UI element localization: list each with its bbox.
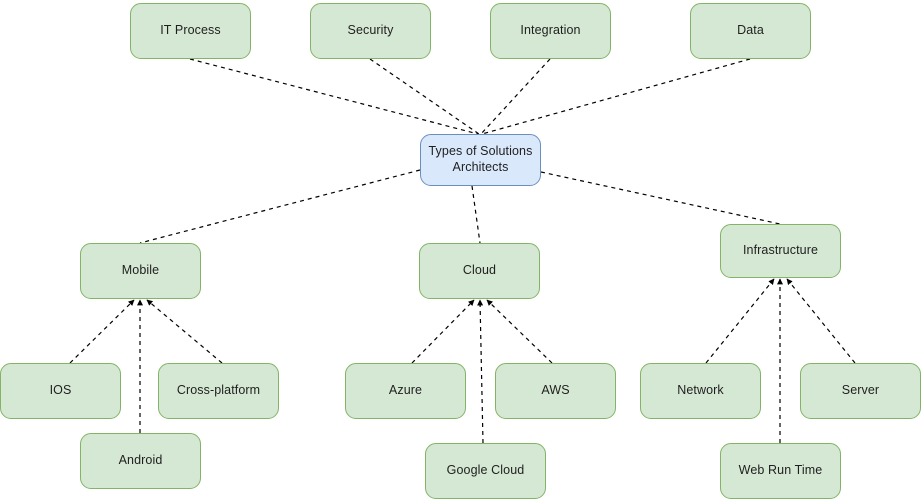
node-label: Data	[737, 23, 764, 38]
node-label: IT Process	[160, 23, 221, 38]
node-ios[interactable]: IOS	[0, 363, 121, 419]
node-mobile[interactable]: Mobile	[80, 243, 201, 299]
node-label: Network	[677, 383, 724, 398]
node-label: Cross-platform	[176, 383, 261, 398]
node-data[interactable]: Data	[690, 3, 811, 59]
edge-root-to-infrastructure	[540, 171, 781, 225]
edge-server-to-infrastructure	[786, 278, 856, 364]
node-label: Infrastructure	[742, 243, 819, 258]
node-label: Security	[347, 23, 394, 38]
node-cross-platform[interactable]: Cross-platform	[158, 363, 279, 419]
edge-integration-to-root	[480, 58, 551, 135]
node-google-cloud[interactable]: Google Cloud	[425, 443, 546, 499]
edge-security-to-root	[369, 58, 480, 135]
node-integration[interactable]: Integration	[490, 3, 611, 59]
node-security[interactable]: Security	[310, 3, 431, 59]
node-azure[interactable]: Azure	[345, 363, 466, 419]
node-web-run-time[interactable]: Web Run Time	[720, 443, 841, 499]
edge-root-to-mobile	[139, 169, 421, 244]
node-infrastructure[interactable]: Infrastructure	[720, 224, 841, 278]
edge-google-cloud-to-cloud	[477, 299, 484, 444]
node-aws[interactable]: AWS	[495, 363, 616, 419]
edge-it-process-to-root	[189, 58, 479, 135]
node-cloud[interactable]: Cloud	[419, 243, 540, 299]
edge-azure-to-cloud	[411, 299, 475, 364]
edge-data-to-root	[481, 58, 751, 135]
node-server[interactable]: Server	[800, 363, 921, 419]
node-label: Web Run Time	[738, 463, 823, 478]
node-root[interactable]: Types of Solutions Architects	[420, 134, 541, 186]
node-it-process[interactable]: IT Process	[130, 3, 251, 59]
node-label: Android	[118, 453, 163, 468]
node-label: Mobile	[121, 263, 160, 278]
edge-network-to-infrastructure	[705, 278, 775, 364]
node-label: Cloud	[462, 263, 497, 278]
node-label: Google Cloud	[446, 463, 525, 478]
edge-root-to-cloud	[471, 185, 481, 244]
node-label: IOS	[49, 383, 72, 398]
node-label: Types of Solutions Architects	[428, 144, 533, 174]
node-network[interactable]: Network	[640, 363, 761, 419]
node-label: AWS	[541, 383, 570, 398]
node-label: Azure	[388, 383, 423, 398]
node-android[interactable]: Android	[80, 433, 201, 489]
edge-cross-platform-to-mobile	[146, 299, 223, 364]
edge-aws-to-cloud	[486, 299, 553, 364]
edge-ios-to-mobile	[69, 299, 135, 364]
node-label: Server	[841, 383, 880, 398]
node-label: Integration	[520, 23, 581, 38]
